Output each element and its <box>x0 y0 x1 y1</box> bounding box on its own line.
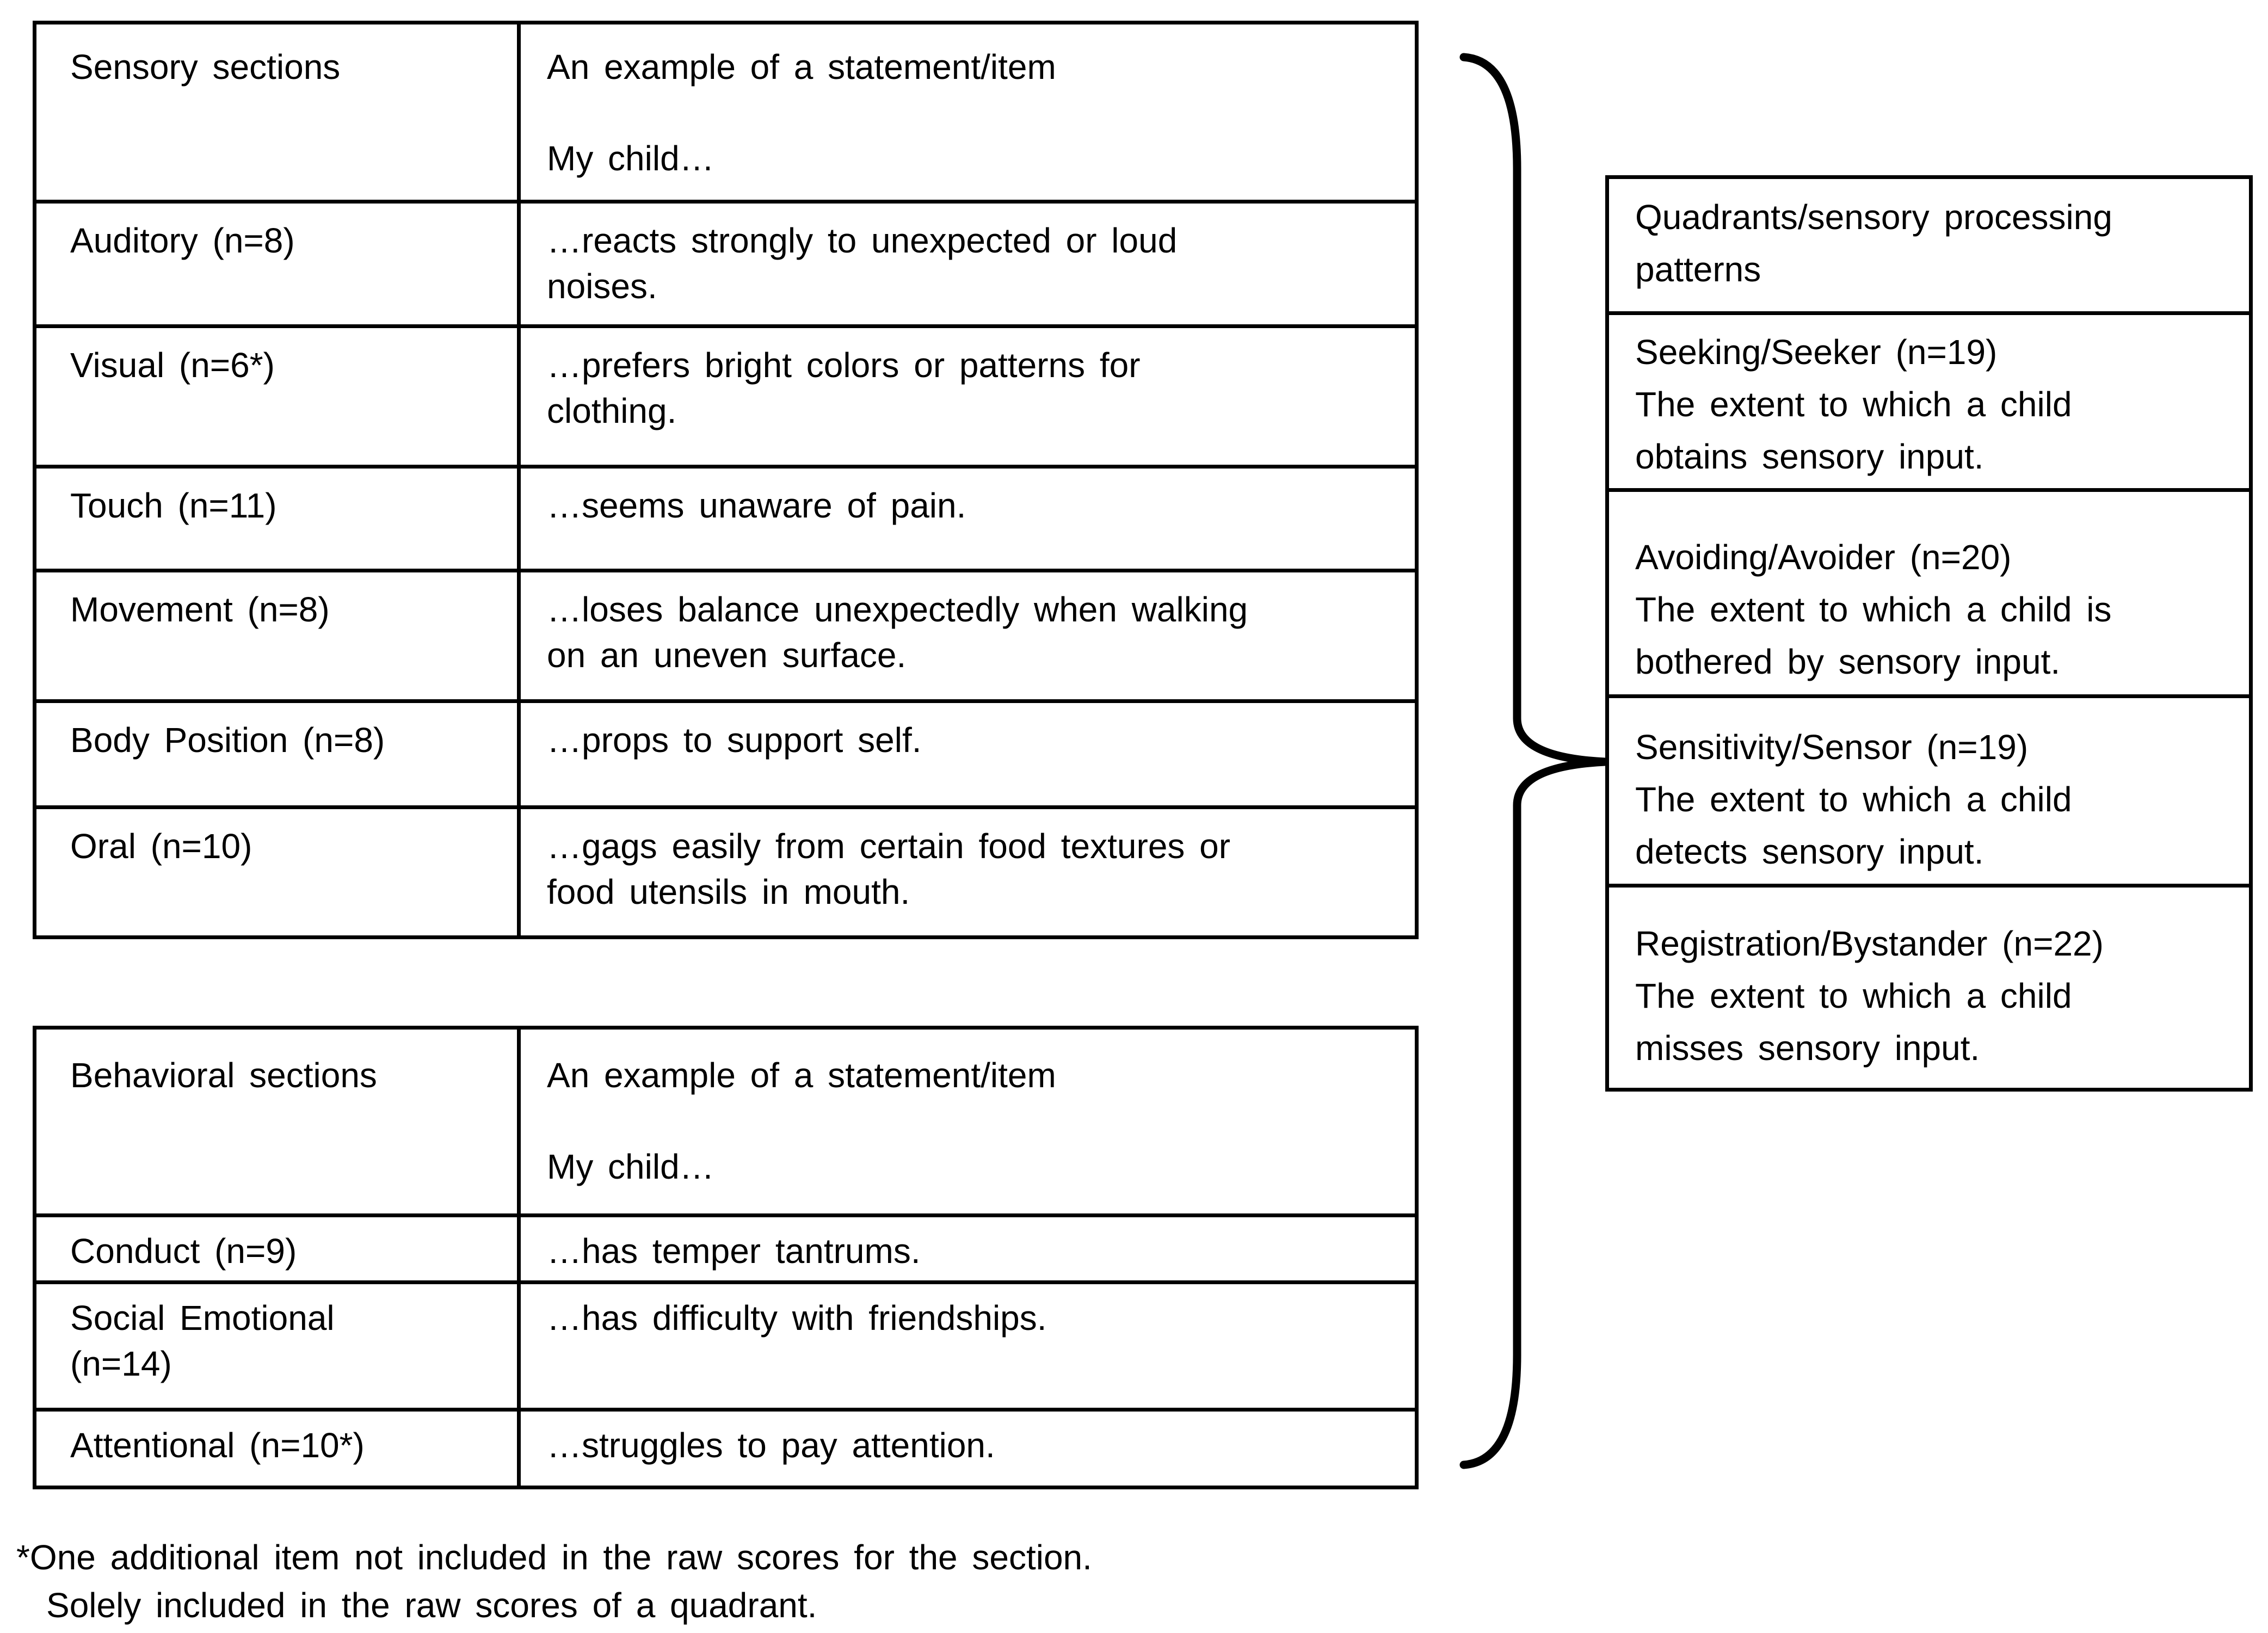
example-cell: …seems unaware of pain. <box>517 465 1419 572</box>
section-cell: Attentional (n=10*) <box>33 1408 521 1489</box>
sensory-header-cell: Sensory sections <box>33 21 521 204</box>
table-row: Auditory (n=8) …reacts strongly to unexp… <box>33 200 1419 328</box>
quadrant-description: The extent to which a child misses senso… <box>1635 976 2072 1068</box>
quadrant-item-avoiding: Avoiding/Avoider (n=20) The extent to wh… <box>1609 488 2249 694</box>
table-row: Conduct (n=9) …has temper tantrums. <box>33 1213 1419 1284</box>
quadrant-description: The extent to which a child obtains sens… <box>1635 385 2072 476</box>
section-cell: Conduct (n=9) <box>33 1213 521 1284</box>
quadrant-item-registration: Registration/Bystander (n=22) The extent… <box>1609 884 2249 1088</box>
quadrant-title: Avoiding/Avoider (n=20) <box>1635 538 2012 577</box>
example-cell: …gags easily from certain food textures … <box>517 805 1419 939</box>
section-cell: Social Emotional (n=14) <box>33 1280 521 1412</box>
section-cell: Touch (n=11) <box>33 465 521 572</box>
behavioral-sections-table: Behavioral sections An example of a stat… <box>33 1026 1419 1489</box>
example-cell: …reacts strongly to unexpected or loud n… <box>517 200 1419 328</box>
example-header-cell: An example of a statement/item My child… <box>517 21 1419 204</box>
table-header-row: Sensory sections An example of a stateme… <box>33 21 1419 204</box>
example-header-cell: An example of a statement/item My child… <box>517 1026 1419 1217</box>
table-row: Body Position (n=8) …props to support se… <box>33 699 1419 809</box>
table-header-row: Behavioral sections An example of a stat… <box>33 1026 1419 1217</box>
quadrants-box-header: Quadrants/sensory processing patterns <box>1635 198 2112 289</box>
example-cell: …props to support self. <box>517 699 1419 809</box>
section-cell: Body Position (n=8) <box>33 699 521 809</box>
example-cell: …has difficulty with friendships. <box>517 1280 1419 1412</box>
quadrant-title: Registration/Bystander (n=22) <box>1635 924 2104 963</box>
section-cell: Movement (n=8) <box>33 569 521 703</box>
quadrant-title: Sensitivity/Sensor (n=19) <box>1635 728 2029 767</box>
table-row: Social Emotional (n=14) …has difficulty … <box>33 1280 1419 1412</box>
example-cell: …loses balance unexpectedly when walking… <box>517 569 1419 703</box>
example-cell: …prefers bright colors or patterns for c… <box>517 324 1419 469</box>
section-cell: Visual (n=6*) <box>33 324 521 469</box>
example-cell: …has temper tantrums. <box>517 1213 1419 1284</box>
quadrant-item-seeking: Seeking/Seeker (n=19) The extent to whic… <box>1609 311 2249 488</box>
table-row: Visual (n=6*) …prefers bright colors or … <box>33 324 1419 469</box>
sensory-sections-table: Sensory sections An example of a stateme… <box>33 21 1419 939</box>
quadrants-box: Quadrants/sensory processing patterns Se… <box>1605 175 2253 1092</box>
behavioral-header-cell: Behavioral sections <box>33 1026 521 1217</box>
footnote: *One additional item not included in the… <box>16 1533 1092 1629</box>
table-row: Movement (n=8) …loses balance unexpected… <box>33 569 1419 703</box>
table-row: Oral (n=10) …gags easily from certain fo… <box>33 805 1419 939</box>
table-row: Attentional (n=10*) …struggles to pay at… <box>33 1408 1419 1489</box>
curly-brace-connector-icon <box>1459 53 1606 1469</box>
quadrant-description: The extent to which a child is bothered … <box>1635 590 2112 681</box>
footnote-line: Solely included in the raw scores of a q… <box>46 1586 817 1625</box>
quadrant-description: The extent to which a child detects sens… <box>1635 780 2072 871</box>
section-cell: Auditory (n=8) <box>33 200 521 328</box>
section-cell: Oral (n=10) <box>33 805 521 939</box>
example-cell: …struggles to pay attention. <box>517 1408 1419 1489</box>
table-row: Touch (n=11) …seems unaware of pain. <box>33 465 1419 572</box>
quadrant-title: Seeking/Seeker (n=19) <box>1635 332 1998 372</box>
footnote-line: *One additional item not included in the… <box>16 1538 1092 1577</box>
quadrant-item-sensitivity: Sensitivity/Sensor (n=19) The extent to … <box>1609 694 2249 884</box>
